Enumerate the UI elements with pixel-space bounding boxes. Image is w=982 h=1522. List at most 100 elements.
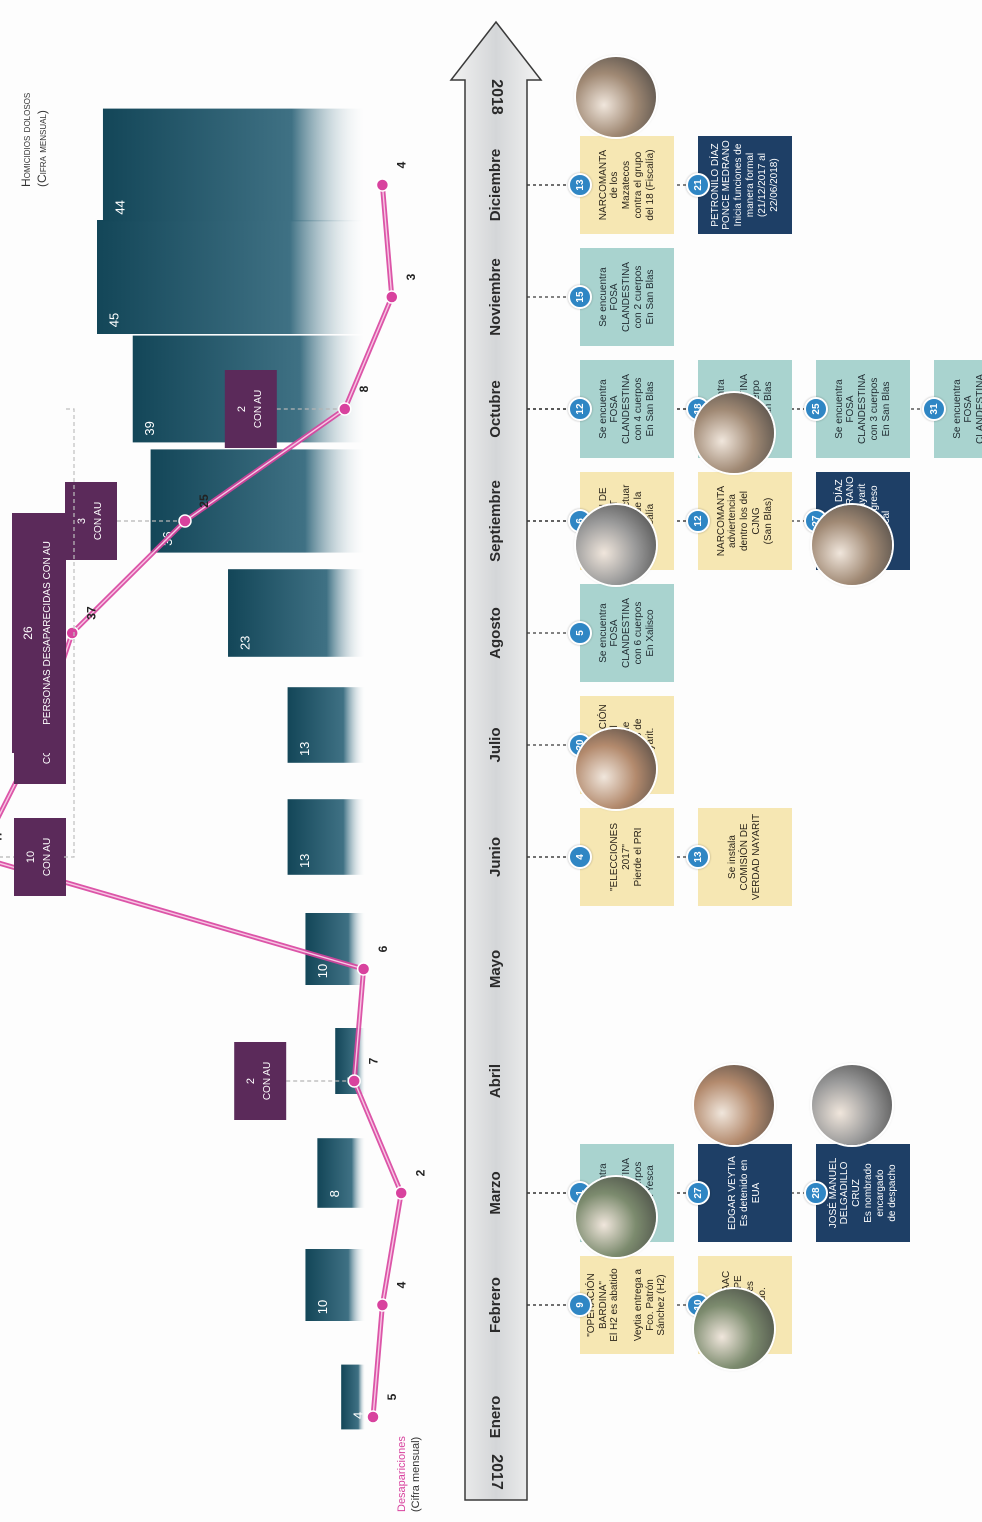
event-card-line: CRUZ xyxy=(851,1179,863,1207)
event-card-line: Se encuentra xyxy=(597,267,609,327)
event-card-line: CJNG xyxy=(750,507,762,535)
desapariciones-point xyxy=(375,178,390,192)
desapariciones-value-label: 47 xyxy=(0,830,4,844)
event-card-line: manera formal xyxy=(745,152,756,218)
event-photo xyxy=(576,729,656,809)
event-card-line: FOSA CLANDESTINA xyxy=(609,374,633,445)
event-day-badge: 31 xyxy=(922,397,946,421)
event-day-badge: 28 xyxy=(804,1181,828,1205)
desapariciones-line-highlight xyxy=(0,184,402,1418)
homicidios-bar-group: 10 xyxy=(305,913,366,985)
timeline-month-label: Enero xyxy=(487,1396,504,1439)
event-card-line: contra el grupo xyxy=(632,151,644,219)
event-card-line: Se encuentra xyxy=(597,379,609,439)
event-card-line: Pierde el PRI xyxy=(632,827,644,887)
au-bracket xyxy=(64,408,75,858)
event-card-line: Se instala xyxy=(727,835,739,879)
desapariciones-value-label: 2 xyxy=(413,1169,427,1176)
event-card-line: BARDINA" xyxy=(597,1281,609,1330)
timeline-month-label: Agosto xyxy=(487,607,504,659)
event-photo xyxy=(576,1177,656,1257)
event-card-line: VERDAD NAYARIT xyxy=(750,813,762,901)
event-card-line: (San Blas) xyxy=(762,497,774,545)
event-card-line: con 4 cuerpos xyxy=(632,377,644,441)
au-callout-value: 10 xyxy=(25,851,37,863)
timeline-axis: EneroFebreroMarzoAbrilMayoJunioJulioAgos… xyxy=(449,20,543,1501)
event-day-badge: 5 xyxy=(568,621,592,645)
event-day-badge: 27 xyxy=(686,1181,710,1205)
event-card-line: (21/12/2017 al xyxy=(756,153,768,217)
timeline-month-label: Mayo xyxy=(487,950,504,988)
homicidios-bar-group: 13 xyxy=(287,687,366,763)
event-card-line xyxy=(621,1268,633,1341)
homicidios-bar xyxy=(228,569,365,657)
homicidios-bar xyxy=(287,799,366,875)
timeline-month-label: Octubre xyxy=(487,380,504,438)
timeline-month-label: Diciembre xyxy=(487,149,504,222)
au-callout-label: CON AU xyxy=(253,390,264,428)
event-card-line: Es nombrado xyxy=(863,1163,874,1223)
event-photo xyxy=(812,505,892,585)
desapariciones-point xyxy=(375,1298,390,1312)
event-card-line: En San Blas xyxy=(880,381,892,437)
desapariciones-point xyxy=(65,626,79,640)
desapariciones-point xyxy=(347,1074,361,1088)
homicidios-bar-label: 8 xyxy=(327,1190,342,1197)
au-total-value: 26 xyxy=(21,626,35,640)
homicidios-bar-group: 45 xyxy=(97,220,365,334)
homicidios-bar xyxy=(150,449,365,553)
desapariciones-value-label: 25 xyxy=(197,494,211,508)
event-card-line: PETRONILO DÍAZ xyxy=(709,143,721,227)
homicidios-bar-label: 45 xyxy=(106,313,121,327)
event-card-line: El H2 es abatido xyxy=(609,1268,621,1342)
event-photo xyxy=(576,505,656,585)
desapariciones-value-label: 6 xyxy=(376,945,390,952)
event-card-line: Es detenido en xyxy=(739,1159,751,1227)
au-callout-box xyxy=(234,1042,287,1120)
desapariciones-legend-title: Desapariciones xyxy=(396,1436,408,1512)
homicidios-bar xyxy=(305,1249,366,1321)
desapariciones-point xyxy=(178,514,192,528)
au-callout-label: CON AU xyxy=(42,838,53,876)
event-photo xyxy=(694,1289,774,1369)
desapariciones-value-label: 4 xyxy=(395,1281,409,1288)
homicidios-bar-label: 23 xyxy=(237,636,252,650)
event-card-line: En San Blas xyxy=(644,381,656,437)
au-callout-box xyxy=(65,482,117,560)
event-card-line: Fco. Patrón xyxy=(644,1279,656,1331)
event-card-line: CLANDESTINA xyxy=(621,598,633,669)
event-card-line: Se encuentra xyxy=(951,379,963,439)
event-card-line: CLANDESTINA xyxy=(621,262,633,333)
au-total-box xyxy=(12,513,66,753)
event-day-badge: 15 xyxy=(568,285,592,309)
timeline-month-label: Septiembre xyxy=(487,480,504,562)
homicidios-bar-label: 13 xyxy=(297,742,312,756)
event-day-badge: 13 xyxy=(568,173,592,197)
homicidios-bar-label: 44 xyxy=(112,200,127,214)
event-day-badge: 12 xyxy=(686,509,710,533)
event-day-badge: 12 xyxy=(568,397,592,421)
timeline-month-label: Abril xyxy=(487,1064,504,1098)
homicidios-bar xyxy=(341,1364,365,1430)
event-card-line: encargado xyxy=(874,1169,886,1217)
homicidios-bar-group: 10 xyxy=(305,1249,366,1321)
desapariciones-point xyxy=(356,962,371,976)
event-card-line: Mazatecos xyxy=(621,160,633,210)
desapariciones-value-label: 37 xyxy=(84,606,98,620)
event-card-line: FOSA xyxy=(609,283,621,311)
event-card-line: 2017" xyxy=(621,844,633,870)
event-card-line: En San Blas xyxy=(644,269,656,325)
